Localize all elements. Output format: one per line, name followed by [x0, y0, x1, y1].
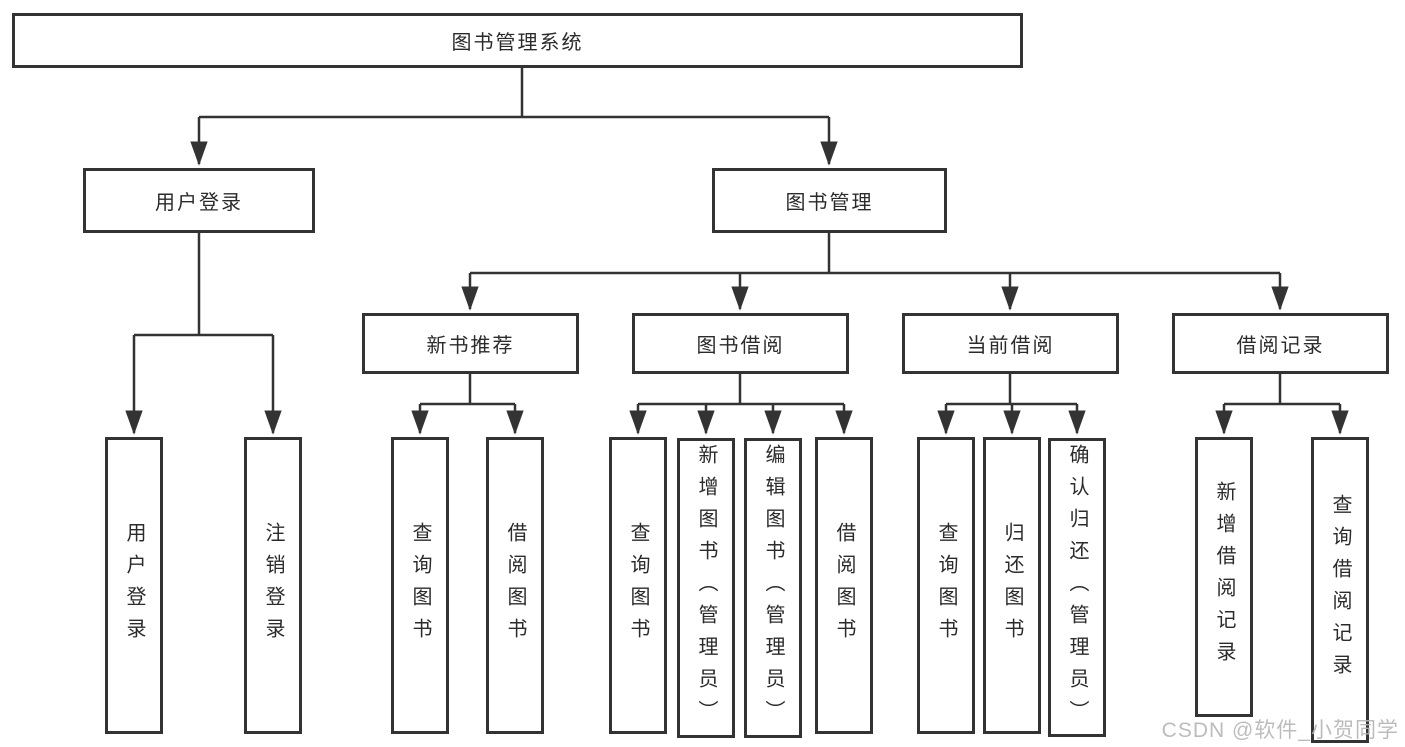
- leaf-label: 查询借阅记录: [1329, 494, 1351, 686]
- leaf-add-book-admin: 新增图书（管理员）: [677, 438, 735, 738]
- leaf-label: 归还图书: [1001, 521, 1023, 650]
- node-book-management: 图书管理: [712, 168, 947, 233]
- connector-borrow-record-group: [1215, 374, 1349, 435]
- connector-book-mgmt-to-level3: [461, 233, 1289, 311]
- connector-root-to-level2: [190, 66, 838, 166]
- leaf-query-book-current: 查询图书: [917, 437, 975, 734]
- node-label: 图书借阅: [696, 335, 785, 357]
- leaf-confirm-return-admin: 确认归还（管理员）: [1048, 438, 1106, 737]
- leaf-logout: 注销登录: [244, 437, 302, 734]
- node-label: 借阅记录: [1236, 335, 1325, 357]
- leaf-user-login: 用户登录: [105, 437, 163, 734]
- leaf-label: 查询图书: [935, 521, 957, 650]
- leaf-borrow-book: 借阅图书: [815, 437, 873, 734]
- leaf-label: 编辑图书（管理员）: [762, 444, 784, 732]
- leaf-borrow-book-recommend: 借阅图书: [486, 437, 544, 734]
- leaf-query-book-recommend: 查询图书: [391, 437, 449, 734]
- node-label: 用户登录: [155, 192, 243, 214]
- leaf-label: 注销登录: [262, 521, 284, 650]
- connector-book-borrow-group: [629, 374, 853, 435]
- connector-user-login-group: [125, 233, 282, 435]
- node-current-borrow: 当前借阅: [902, 313, 1119, 374]
- node-label: 图书管理: [785, 192, 874, 214]
- node-label: 图书管理系统: [451, 32, 584, 54]
- connector-new-book-group: [411, 374, 524, 435]
- leaf-return-book: 归还图书: [983, 437, 1041, 734]
- node-book-borrow: 图书借阅: [632, 313, 849, 374]
- node-label: 当前借阅: [966, 335, 1055, 357]
- watermark-text: CSDN @软件_小贺同学: [1161, 719, 1399, 742]
- leaf-label: 借阅图书: [504, 521, 526, 650]
- leaf-label: 确认归还（管理员）: [1066, 443, 1088, 732]
- leaf-label: 查询图书: [627, 521, 649, 650]
- leaf-label: 用户登录: [123, 521, 145, 650]
- node-library-management-system: 图书管理系统: [12, 13, 1023, 68]
- leaf-add-borrow-record: 新增借阅记录: [1195, 437, 1253, 717]
- leaf-label: 新增图书（管理员）: [695, 444, 717, 732]
- node-new-book-recommend: 新书推荐: [362, 313, 579, 374]
- leaf-label: 新增借阅记录: [1213, 481, 1235, 673]
- leaf-query-borrow-record: 查询借阅记录: [1311, 437, 1369, 743]
- leaf-query-book-borrow: 查询图书: [609, 437, 667, 734]
- leaf-label: 查询图书: [409, 521, 431, 650]
- connector-current-borrow-group: [937, 374, 1086, 435]
- leaf-label: 借阅图书: [833, 521, 855, 650]
- node-user-login: 用户登录: [83, 168, 315, 233]
- leaf-edit-book-admin: 编辑图书（管理员）: [744, 438, 802, 738]
- node-borrow-record: 借阅记录: [1172, 313, 1389, 374]
- node-label: 新书推荐: [426, 335, 515, 357]
